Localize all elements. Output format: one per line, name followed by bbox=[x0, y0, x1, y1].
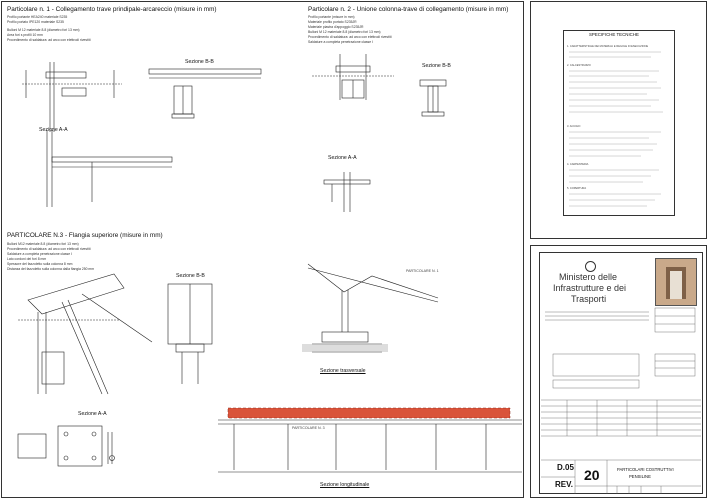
detail2-note: Materiale profilo portato S235JR bbox=[308, 20, 357, 24]
detail3-section-bb: Sezione B-B bbox=[176, 273, 205, 279]
transversal-section-label: Sezione trasversale bbox=[320, 368, 366, 374]
detail2-note: Procedimento di saldatura: ad arco con e… bbox=[308, 35, 392, 39]
callout-particolare-1: PARTICOLARE N. 1 bbox=[406, 269, 439, 273]
detail1-note: Profilo portato IPE120 materiale S235 bbox=[7, 20, 64, 24]
detail3-title: PARTICOLARE N.3 - Flangia superiore (mis… bbox=[7, 232, 163, 239]
detail3-section-aa: Sezione A-A bbox=[78, 411, 107, 417]
title-block-grid bbox=[541, 307, 701, 494]
specs-sheet: SPECIFICHE TECNICHE 1. CARATTERISTICHE D… bbox=[530, 1, 707, 239]
detail3-note: Distanza del fazzoletto sulla colonna da… bbox=[7, 267, 95, 271]
specs-title: SPECIFICHE TECNICHE bbox=[589, 32, 639, 37]
title-block: Ministero delle Infrastrutture e dei Tra… bbox=[530, 245, 707, 498]
detail3-note: Bulloni M12 materiale 8.8 (diametro fori… bbox=[7, 242, 79, 246]
detail1-section-aa: Sezione A-A bbox=[39, 127, 68, 133]
specs-item: 3. ACCIAIO bbox=[567, 125, 581, 128]
detail3-note: Procedimento di saldatura: ad arco con e… bbox=[7, 247, 91, 251]
sheet-number: 20 bbox=[584, 467, 600, 483]
specs-item: 1. CARATTERISTICHE DEI MATERIALI E REGOL… bbox=[567, 45, 649, 48]
callout-particolare-3: PARTICOLARE N. 3 bbox=[292, 426, 325, 430]
detail2-note: Saldature a completa penetrazione classe… bbox=[308, 40, 374, 44]
detail2-note: Materiale piastra d'appoggio S235JR bbox=[308, 25, 364, 29]
detail3-note: Spessore del fazzoletto sulla colonna 8 … bbox=[7, 262, 73, 266]
detail2-section-aa: Sezione A-A bbox=[328, 155, 357, 161]
specs-text-lines bbox=[569, 51, 663, 207]
sheet-title: PENSILINE bbox=[629, 474, 651, 479]
detail2-note: Bulloni M 12 materiale 8.8 (diametro for… bbox=[308, 30, 381, 34]
drawing-lines bbox=[17, 54, 522, 473]
detail1-section-bb: Sezione B-B bbox=[185, 59, 214, 65]
detail1-note: Profilo portante HEA240 materiale S235 bbox=[7, 15, 68, 19]
drawing-sheet: Particolare n. 1 - Collegamento trave pr… bbox=[1, 1, 524, 498]
title-block-inner bbox=[539, 252, 703, 494]
longitudinal-section-label: Sezione longitudinale bbox=[320, 482, 370, 488]
revision-label: REV. bbox=[555, 480, 573, 489]
specs-item: 2. CALCESTRUZZO bbox=[567, 64, 591, 67]
ministry-line: Trasporti bbox=[571, 294, 607, 304]
detail2-title: Particolare n. 2 - Unione colonna-trave … bbox=[308, 6, 509, 13]
ministry-line: Ministero delle bbox=[559, 272, 618, 282]
detail2-note: Profilo portante (misure in mm) bbox=[308, 15, 355, 19]
emblem-icon bbox=[585, 261, 596, 272]
detail3-note: Lato cordoni dei fori 8 mm bbox=[7, 257, 47, 261]
detail1-note: Bulloni M 12 materiale 8.8 (diametro for… bbox=[7, 28, 80, 32]
detail1-note: Procedimento di saldatura: ad arco con e… bbox=[7, 38, 91, 42]
detail1-title: Particolare n. 1 - Collegamento trave pr… bbox=[7, 6, 217, 13]
specs-box bbox=[563, 30, 675, 216]
specs-item: 5. COPERTURA bbox=[567, 187, 587, 190]
ministry-line: Infrastrutture e dei bbox=[553, 283, 627, 293]
sheet-title: PARTICOLARI COSTRUTTIVI bbox=[617, 467, 674, 472]
detail3-note: Saldature a completa penetrazione classe… bbox=[7, 252, 73, 256]
detail2-section-bb: Sezione B-B bbox=[422, 63, 451, 69]
roof-tiles bbox=[228, 408, 510, 418]
building-photo bbox=[655, 258, 697, 306]
drawing-code: D.05 bbox=[557, 463, 574, 472]
specs-item: 4. CARPENTERIA bbox=[567, 163, 589, 166]
detail1-note: Area fori s profili 10 mm bbox=[7, 33, 43, 37]
